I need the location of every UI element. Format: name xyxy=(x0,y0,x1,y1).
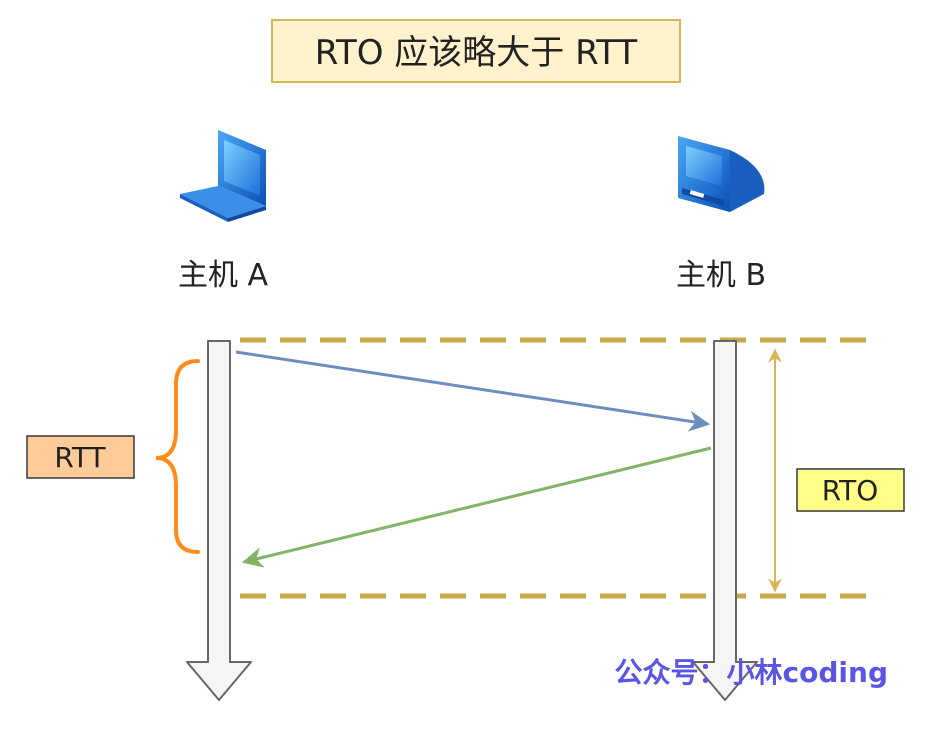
host-a-timeline xyxy=(186,340,252,701)
rtt-label-box: RTT xyxy=(26,435,135,479)
ack-arrow xyxy=(241,446,712,568)
rtt-brace xyxy=(155,359,200,554)
host-b-label: 主机 B xyxy=(676,258,766,293)
watermark-text: 公众号：小林coding xyxy=(615,656,888,689)
send-packet-arrow xyxy=(235,350,711,432)
title-box: RTO 应该略大于 RTT xyxy=(271,19,681,83)
host-b-timeline xyxy=(692,340,758,701)
rtt-label: RTT xyxy=(54,441,106,474)
laptop-icon xyxy=(180,130,266,222)
host-a-label: 主机 A xyxy=(178,258,269,293)
diagram-title: RTO 应该略大于 RTT xyxy=(315,33,638,73)
desktop-computer-icon xyxy=(678,136,765,212)
rto-label: RTO xyxy=(822,474,879,507)
rto-label-box: RTO xyxy=(796,468,905,512)
